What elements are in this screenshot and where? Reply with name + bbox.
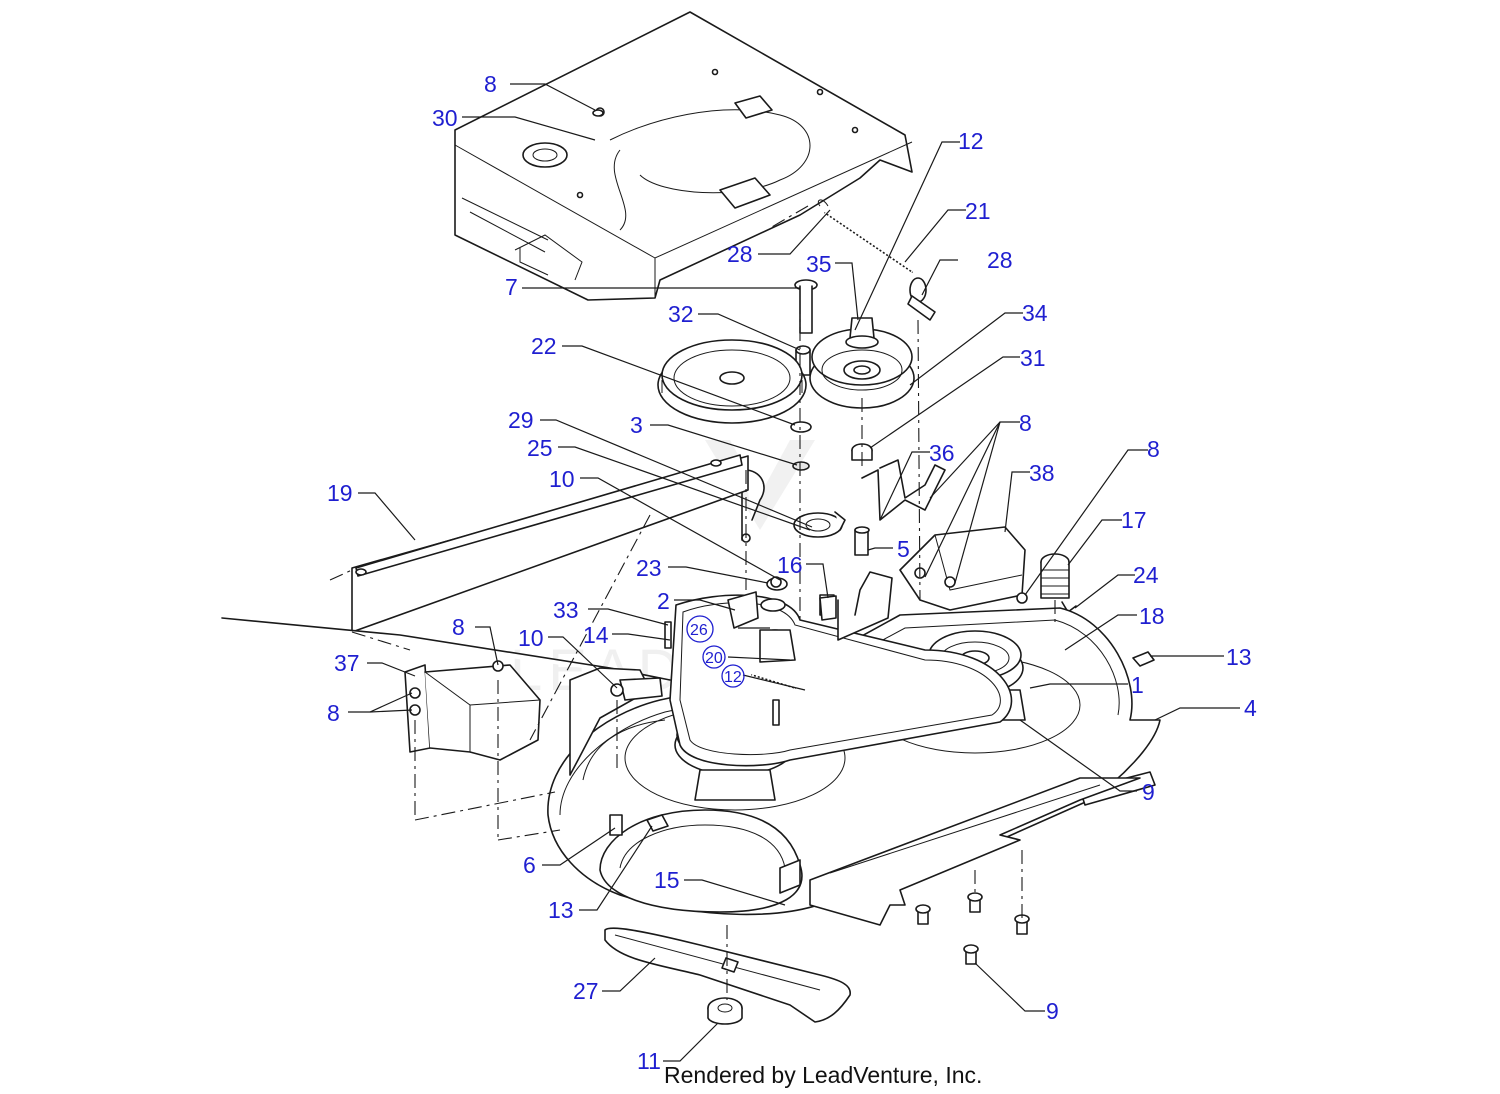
callout-9: 9 xyxy=(1046,998,1059,1024)
callout-37: 37 xyxy=(334,650,360,676)
callout-22: 22 xyxy=(531,333,557,359)
callout-11: 11 xyxy=(637,1048,661,1074)
callout-13: 13 xyxy=(548,897,574,923)
callout-7: 7 xyxy=(505,274,518,300)
fasteners xyxy=(409,109,1155,965)
belt-cover xyxy=(899,526,1028,611)
drive-pulley xyxy=(657,339,807,424)
callout-16: 16 xyxy=(777,552,803,578)
deck-cover xyxy=(454,11,913,301)
callout-10: 10 xyxy=(549,466,575,492)
callout-35: 35 xyxy=(806,251,832,277)
callout-31: 31 xyxy=(1020,345,1046,371)
callout-3: 3 xyxy=(630,412,643,438)
idler-pulley xyxy=(809,317,915,409)
callout-8: 8 xyxy=(452,614,465,640)
render-credit: Rendered by LeadVenture, Inc. xyxy=(664,1062,983,1088)
callout-1: 1 xyxy=(1131,672,1144,698)
callout-2: 2 xyxy=(657,588,670,614)
callout-27: 27 xyxy=(573,978,599,1004)
callout-25: 25 xyxy=(527,435,553,461)
callout-30: 30 xyxy=(432,105,458,131)
callout-23: 23 xyxy=(636,555,662,581)
callout-labels: 8 30 12 21 28 28 35 7 34 32 31 22 3 8 29… xyxy=(327,71,1257,1074)
blade-nut xyxy=(707,997,743,1025)
callout-17: 17 xyxy=(1121,507,1147,533)
callout-8: 8 xyxy=(1147,436,1160,462)
callout-34: 34 xyxy=(1022,300,1048,326)
callout-8: 8 xyxy=(1019,410,1032,436)
callout-18: 18 xyxy=(1139,603,1165,629)
callout-19: 19 xyxy=(327,480,353,506)
assembly-centerlines xyxy=(329,205,1056,1000)
callout-10: 10 xyxy=(518,625,544,651)
callout-12: 12 xyxy=(724,669,742,686)
leader-lines xyxy=(348,83,1240,1062)
callout-21: 21 xyxy=(965,198,991,224)
callout-4: 4 xyxy=(1244,695,1257,721)
callout-13: 13 xyxy=(1226,644,1252,670)
callout-6: 6 xyxy=(523,852,536,878)
idler-spring xyxy=(817,199,936,321)
callout-12: 12 xyxy=(958,128,984,154)
callout-8: 8 xyxy=(327,700,340,726)
callout-33: 33 xyxy=(553,597,579,623)
callout-28: 28 xyxy=(987,247,1013,273)
baffle-plate xyxy=(351,454,749,633)
idler-bracket-assembly xyxy=(727,571,893,690)
callout-5: 5 xyxy=(897,536,910,562)
callout-38: 38 xyxy=(1029,460,1055,486)
callout-8: 8 xyxy=(484,71,497,97)
left-bracket xyxy=(404,664,541,761)
callout-14: 14 xyxy=(583,622,609,648)
callout-9: 9 xyxy=(1142,779,1155,805)
control-cable xyxy=(221,617,671,776)
callout-rings xyxy=(686,615,745,688)
pivot-pin xyxy=(794,279,818,376)
deck-rear-rail xyxy=(779,777,1141,926)
callout-28: 28 xyxy=(727,241,753,267)
callout-32: 32 xyxy=(668,301,694,327)
callout-20: 20 xyxy=(705,650,723,667)
callout-36: 36 xyxy=(929,440,955,466)
callout-29: 29 xyxy=(508,407,534,433)
callout-24: 24 xyxy=(1133,562,1159,588)
callout-26: 26 xyxy=(690,622,708,639)
idler-arm xyxy=(741,459,946,556)
callout-15: 15 xyxy=(654,867,680,893)
